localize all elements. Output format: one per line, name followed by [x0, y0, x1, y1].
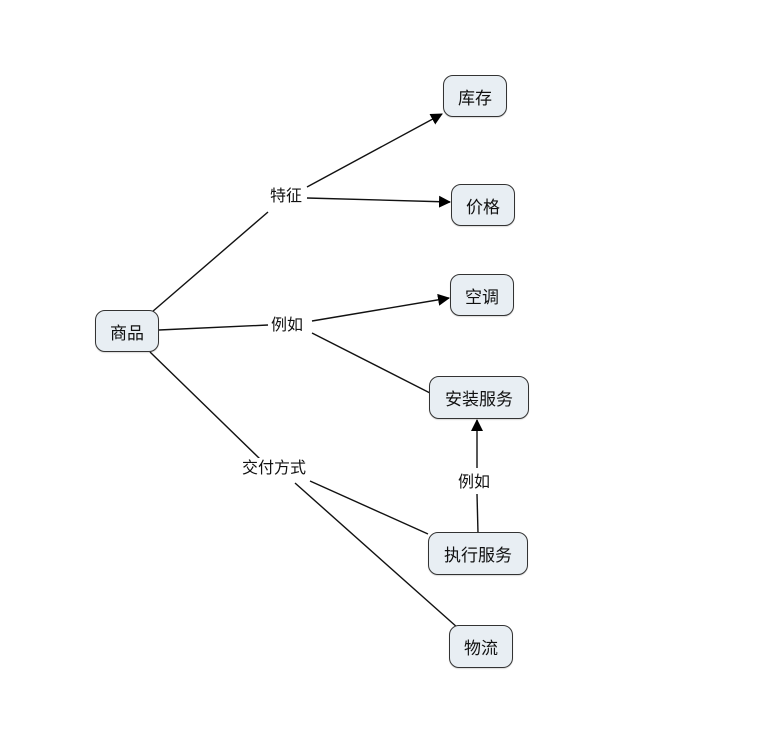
link-label-liru-top: 例如: [269, 315, 306, 335]
edge-shangpin-tezheng: [151, 211, 269, 313]
node-kongtiao[interactable]: 空调: [450, 274, 514, 316]
link-label-tezheng: 特征: [268, 186, 305, 206]
edge-zhixing-liru: [476, 493, 479, 534]
edge-shangpin-liru: [158, 324, 269, 331]
node-shangpin[interactable]: 商品: [95, 310, 159, 352]
edge-liru-anzhuang: [311, 332, 431, 394]
link-label-jiaofu: 交付方式: [240, 458, 309, 478]
edge-liru-kongtiao: [311, 293, 450, 322]
edge-tezheng-jiage: [306, 195, 451, 208]
edge-shangpin-jiaofu: [149, 351, 261, 460]
node-kucun[interactable]: 库存: [443, 75, 507, 117]
node-anzhuang[interactable]: 安装服务: [429, 376, 529, 419]
node-zhixing[interactable]: 执行服务: [428, 532, 528, 575]
node-wuliu[interactable]: 物流: [449, 625, 513, 668]
edge-jiaofu-wuliu: [294, 482, 459, 629]
edge-tezheng-kucun: [306, 113, 443, 188]
node-jiage[interactable]: 价格: [451, 184, 515, 226]
link-label-liru-bottom: 例如: [456, 472, 493, 492]
edge-jiaofu-zhixing: [309, 480, 429, 535]
